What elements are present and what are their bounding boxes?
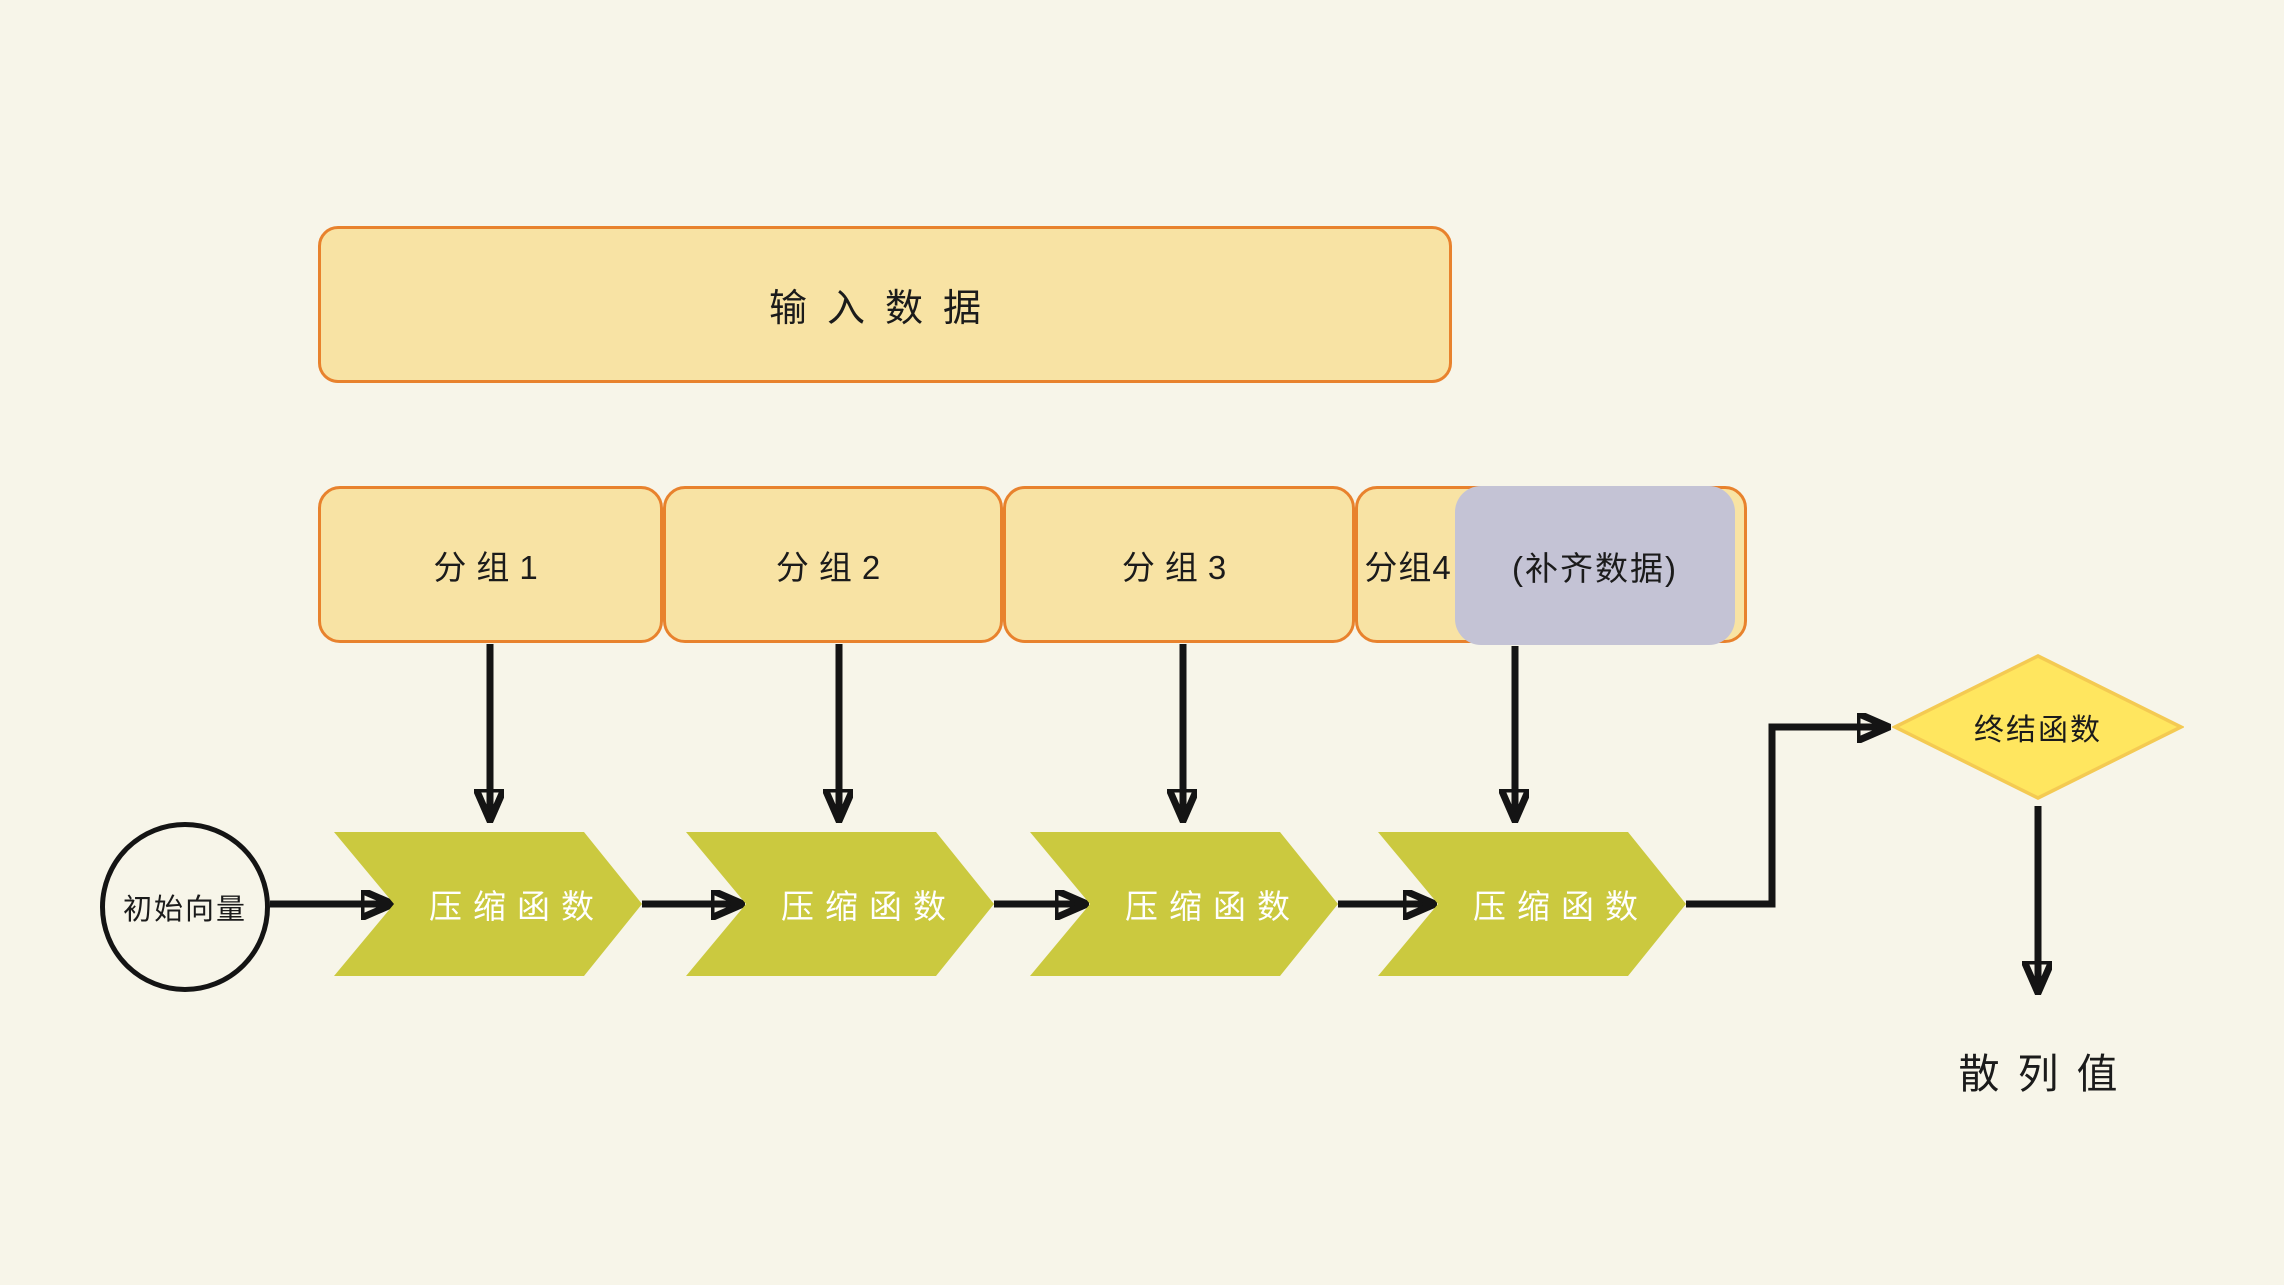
node-group-1: 分组1 [318,486,663,643]
input-data-label: 输入数据 [768,288,1001,330]
compression-4-label: 压缩函数 [1473,888,1649,925]
compression-3-label: 压缩函数 [1125,888,1301,925]
group-3-label: 分组3 [1121,548,1237,586]
node-initial-vector: 初始向量 [100,822,270,992]
node-final-function: 终结函数 [1892,653,2184,801]
compression-2-label: 压缩函数 [781,888,957,925]
node-group-3: 分组3 [1003,486,1355,643]
final-function-label: 终结函数 [1974,714,2102,747]
node-hash-value: 散列值 [1888,1040,2188,1100]
group-4-label: 分组4 [1364,548,1452,586]
node-compression-function-2: 压缩函数 [686,832,994,976]
node-compression-function-3: 压缩函数 [1030,832,1338,976]
group-1-label: 分组1 [433,548,548,586]
node-input-data: 输入数据 [318,226,1452,383]
node-compression-function-1: 压缩函数 [334,832,642,976]
hash-value-label: 散列值 [1958,1051,2136,1097]
initial-vector-label: 初始向量 [122,894,247,926]
compression-1-label: 压缩函数 [429,888,605,925]
arrow-compression4-to-final-function [1686,727,1888,908]
node-group-2: 分组2 [663,486,1003,643]
group-2-label: 分组2 [775,548,891,586]
diamond-shape [1892,654,2184,800]
node-compression-function-4: 压缩函数 [1378,832,1686,976]
padding-data-label: (补齐数据) [1512,549,1678,587]
node-padding-data: (补齐数据) [1455,486,1735,645]
